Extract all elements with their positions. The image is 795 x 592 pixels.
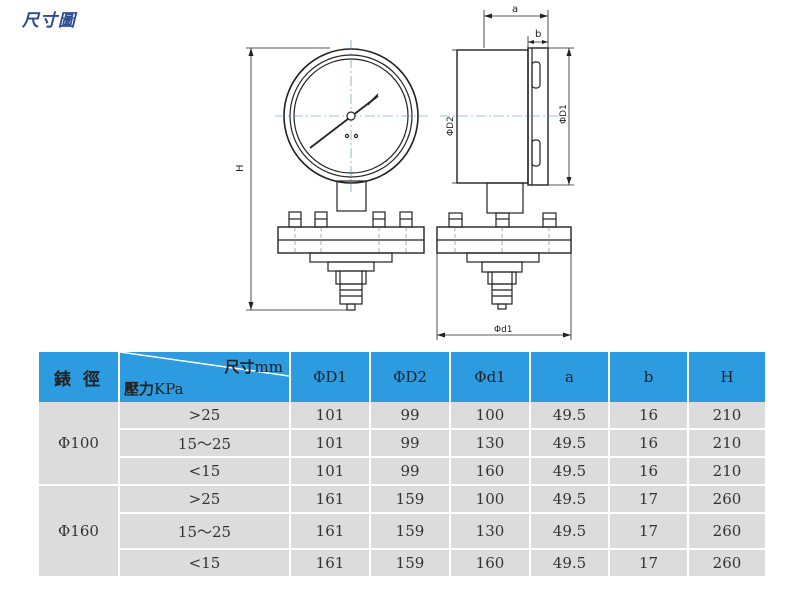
table-header-row: 錶 徑 尺寸mm 壓力KPa ΦD1 ΦD2 Φd1 a b H: [39, 352, 765, 402]
table-cell: 161: [291, 486, 371, 514]
table-cell: 260: [689, 550, 765, 578]
table-cell: 17: [610, 550, 689, 578]
table-cell: 160: [451, 550, 531, 578]
table-cell: 99: [371, 458, 451, 486]
pressure-cell: >25: [120, 402, 291, 430]
table-cell: 49.5: [531, 514, 610, 550]
header-col-d1-small: Φd1: [451, 352, 531, 402]
table-cell: 260: [689, 486, 765, 514]
table-cell: 17: [610, 514, 689, 550]
table-cell: 161: [291, 550, 371, 578]
header-corner: 尺寸mm 壓力KPa: [120, 352, 291, 402]
table-cell: 130: [451, 430, 531, 458]
dim-label-d2: ΦD2: [446, 116, 456, 136]
table-row: 15～25 101 99 130 49.5 16 210: [39, 430, 765, 458]
table-cell: 159: [371, 514, 451, 550]
table-cell: 49.5: [531, 550, 610, 578]
table-cell: 49.5: [531, 430, 610, 458]
table-cell: 159: [371, 486, 451, 514]
pressure-cell: <15: [120, 550, 291, 578]
dimension-table: 錶 徑 尺寸mm 壓力KPa ΦD1 ΦD2 Φd1 a b H Φ100 >2…: [39, 352, 765, 578]
table-cell: 210: [689, 458, 765, 486]
header-size: 錶 徑: [39, 352, 120, 402]
dim-label-h: H: [235, 164, 246, 172]
table-cell: 101: [291, 430, 371, 458]
table-cell: 160: [451, 458, 531, 486]
header-col-d2: ΦD2: [371, 352, 451, 402]
table-cell: 16: [610, 402, 689, 430]
dimension-drawing: H: [235, 4, 574, 340]
dim-label-d1: ΦD1: [559, 104, 569, 124]
table-cell: 100: [451, 486, 531, 514]
dim-label-a: a: [512, 4, 518, 15]
gauge-pointer: [309, 95, 379, 149]
table-cell: 210: [689, 402, 765, 430]
table-row: Φ160 >25 161 159 100 49.5 17 260: [39, 486, 765, 578]
front-view: H: [235, 40, 428, 311]
table-cell: 210: [689, 430, 765, 458]
table-row: <15 101 99 160 49.5 16 210: [39, 458, 765, 486]
flange-bolts: [288, 211, 413, 228]
page-title: 尺寸圖: [22, 11, 76, 31]
size-cell: Φ100: [39, 402, 120, 486]
pressure-cell: >25: [120, 486, 291, 514]
header-corner-bottom: 壓力: [124, 380, 155, 398]
header-col-h: H: [689, 352, 765, 402]
table-cell: 99: [371, 430, 451, 458]
pressure-cell: 15～25: [120, 514, 291, 550]
table-cell: 161: [291, 514, 371, 550]
header-col-d1: ΦD1: [291, 352, 371, 402]
gauge-neck: [336, 180, 367, 212]
table-cell: 100: [451, 402, 531, 430]
table-cell: 49.5: [531, 402, 610, 430]
side-view: a b ΦD2 ΦD1: [436, 4, 574, 340]
table-cell: 17: [610, 486, 689, 514]
table-cell: 16: [610, 430, 689, 458]
table-cell: 101: [291, 458, 371, 486]
table-cell: 159: [371, 550, 451, 578]
table-cell: 260: [689, 514, 765, 550]
table-cell: 49.5: [531, 458, 610, 486]
table-cell: 99: [371, 402, 451, 430]
header-corner-top: 尺寸: [224, 358, 255, 376]
pressure-cell: 15～25: [120, 430, 291, 458]
header-corner-bottom-unit: KPa: [154, 380, 184, 398]
table-cell: 16: [610, 458, 689, 486]
table-cell: 130: [451, 514, 531, 550]
header-col-b: b: [610, 352, 689, 402]
table-cell: 49.5: [531, 486, 610, 514]
dim-label-b: b: [535, 29, 541, 40]
pressure-cell: <15: [120, 458, 291, 486]
table-row: Φ100 >25 101 99 100 49.5 16 210: [39, 402, 765, 486]
table-row: 15～25 161 159 130 49.5 17 260: [39, 514, 765, 550]
size-cell: Φ160: [39, 486, 120, 578]
header-col-a: a: [531, 352, 610, 402]
side-case: [456, 49, 529, 184]
table-row: <15 161 159 160 49.5 17 260: [39, 550, 765, 578]
dim-label-d1-small: Φd1: [494, 325, 513, 335]
header-corner-top-unit: mm: [254, 358, 283, 376]
table-cell: 101: [291, 402, 371, 430]
